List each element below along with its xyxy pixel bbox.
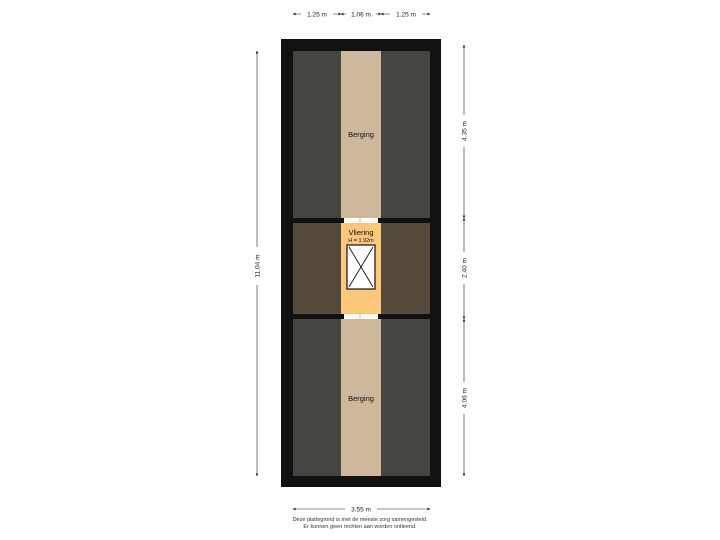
bottom-storage-floor [341,319,381,476]
top-storage-floor [341,51,381,218]
top-storage-left-low-ceiling [293,51,341,218]
dim-top-middle: 1.06 m [351,12,371,19]
dim-top-left: 1.25 m [307,12,327,19]
attic-right-low-ceiling [381,223,430,314]
dim-left-total: 11.04 m [255,254,262,277]
disclaimer-line-1: Deze plattegrond is met de meeste zorg s… [292,517,428,523]
dim-right-bottom: 4.06 m [462,388,469,408]
dim-right-middle: 2.40 m [462,258,469,278]
dim-top-right: 1.25 m [396,12,416,19]
top-storage-right-low-ceiling [381,51,430,218]
hatch-cross-icon [346,244,376,290]
room-label-top-storage: Berging [348,130,374,139]
bottom-door-opening [341,314,381,319]
bottom-storage-right-low-ceiling [381,319,430,476]
disclaimer-line-2: Er kunnen geen rechten aan worden ontlee… [303,524,417,530]
attic-left-low-ceiling [293,223,341,314]
bottom-storage-left-low-ceiling [293,319,341,476]
dim-bottom-total: 3.55 m [351,507,371,514]
attic-height-label: H = 1.92m [348,238,374,244]
room-label-bottom-storage: Berging [348,394,374,403]
disclaimer: Deze plattegrond is met de meeste zorg s… [220,517,500,531]
room-label-attic: Vliering [348,228,373,237]
dim-right-top: 4.35 m [462,121,469,141]
top-door-opening [341,218,381,223]
